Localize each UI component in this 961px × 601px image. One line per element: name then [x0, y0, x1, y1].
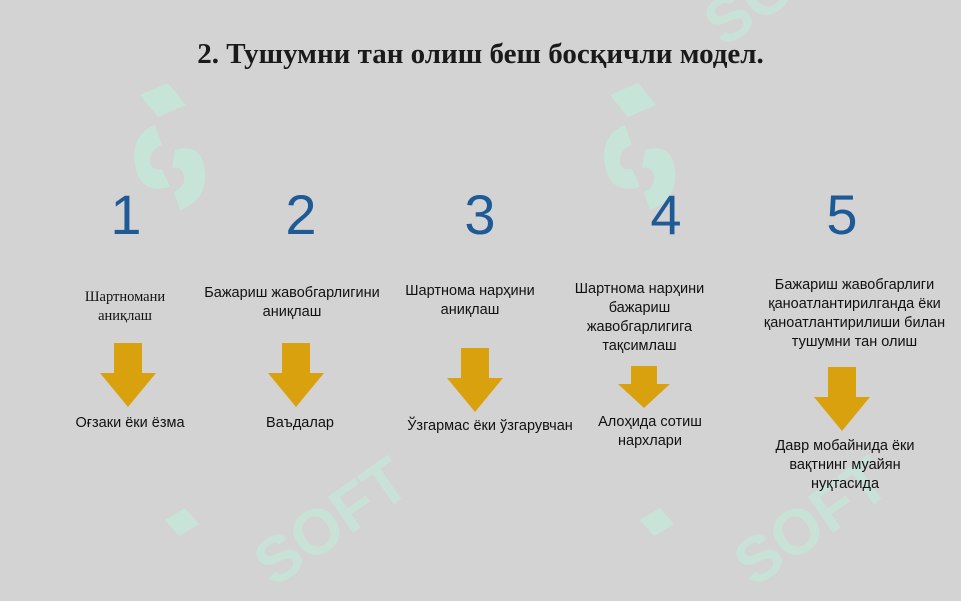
step-number-1: 1	[110, 183, 142, 246]
slide-title: 2. Тушумни тан олиш беш босқичли модел.	[197, 38, 764, 70]
step-result-2: Ваъдалар	[266, 415, 334, 431]
step-description-5: Бажариш жавобгарлиги қаноатлантирилганда…	[763, 277, 946, 350]
step-number-5: 5	[826, 183, 858, 246]
step-description-2: Бажариш жавобгарлигини аниқлаш	[204, 285, 380, 320]
slide: SOFT SOFT SOFT 2. Тушумни тан олиш беш б…	[75, 0, 946, 600]
step-description-3: Шартнома нарҳини аниқлаш	[405, 283, 535, 318]
down-arrow-icon-4	[618, 366, 670, 408]
step-description-1: Шартномани аниқлаш	[84, 289, 166, 324]
watermark-text-bottom: SOFT	[240, 442, 422, 600]
step-number-4: 4	[650, 183, 682, 246]
step-number-2: 2	[285, 183, 317, 246]
step-description-4: Шартнома нарҳини бажариш жавобгарлигига …	[574, 281, 705, 354]
down-arrow-icon-1	[100, 343, 156, 407]
step-result-5: Давр мобайнида ёки вақтнинг муайян нуқта…	[775, 438, 915, 492]
down-arrow-icon-3	[447, 348, 503, 412]
step-result-3: Ўзгармас ёки ўзгарувчан	[407, 418, 573, 434]
step-result-1: Оғзаки ёки ёзма	[75, 415, 185, 431]
step-number-3: 3	[464, 183, 496, 246]
down-arrow-icon-5	[814, 367, 870, 431]
step-result-4: Алоҳида сотиш нархлари	[598, 414, 702, 449]
down-arrow-icon-2	[268, 343, 324, 407]
